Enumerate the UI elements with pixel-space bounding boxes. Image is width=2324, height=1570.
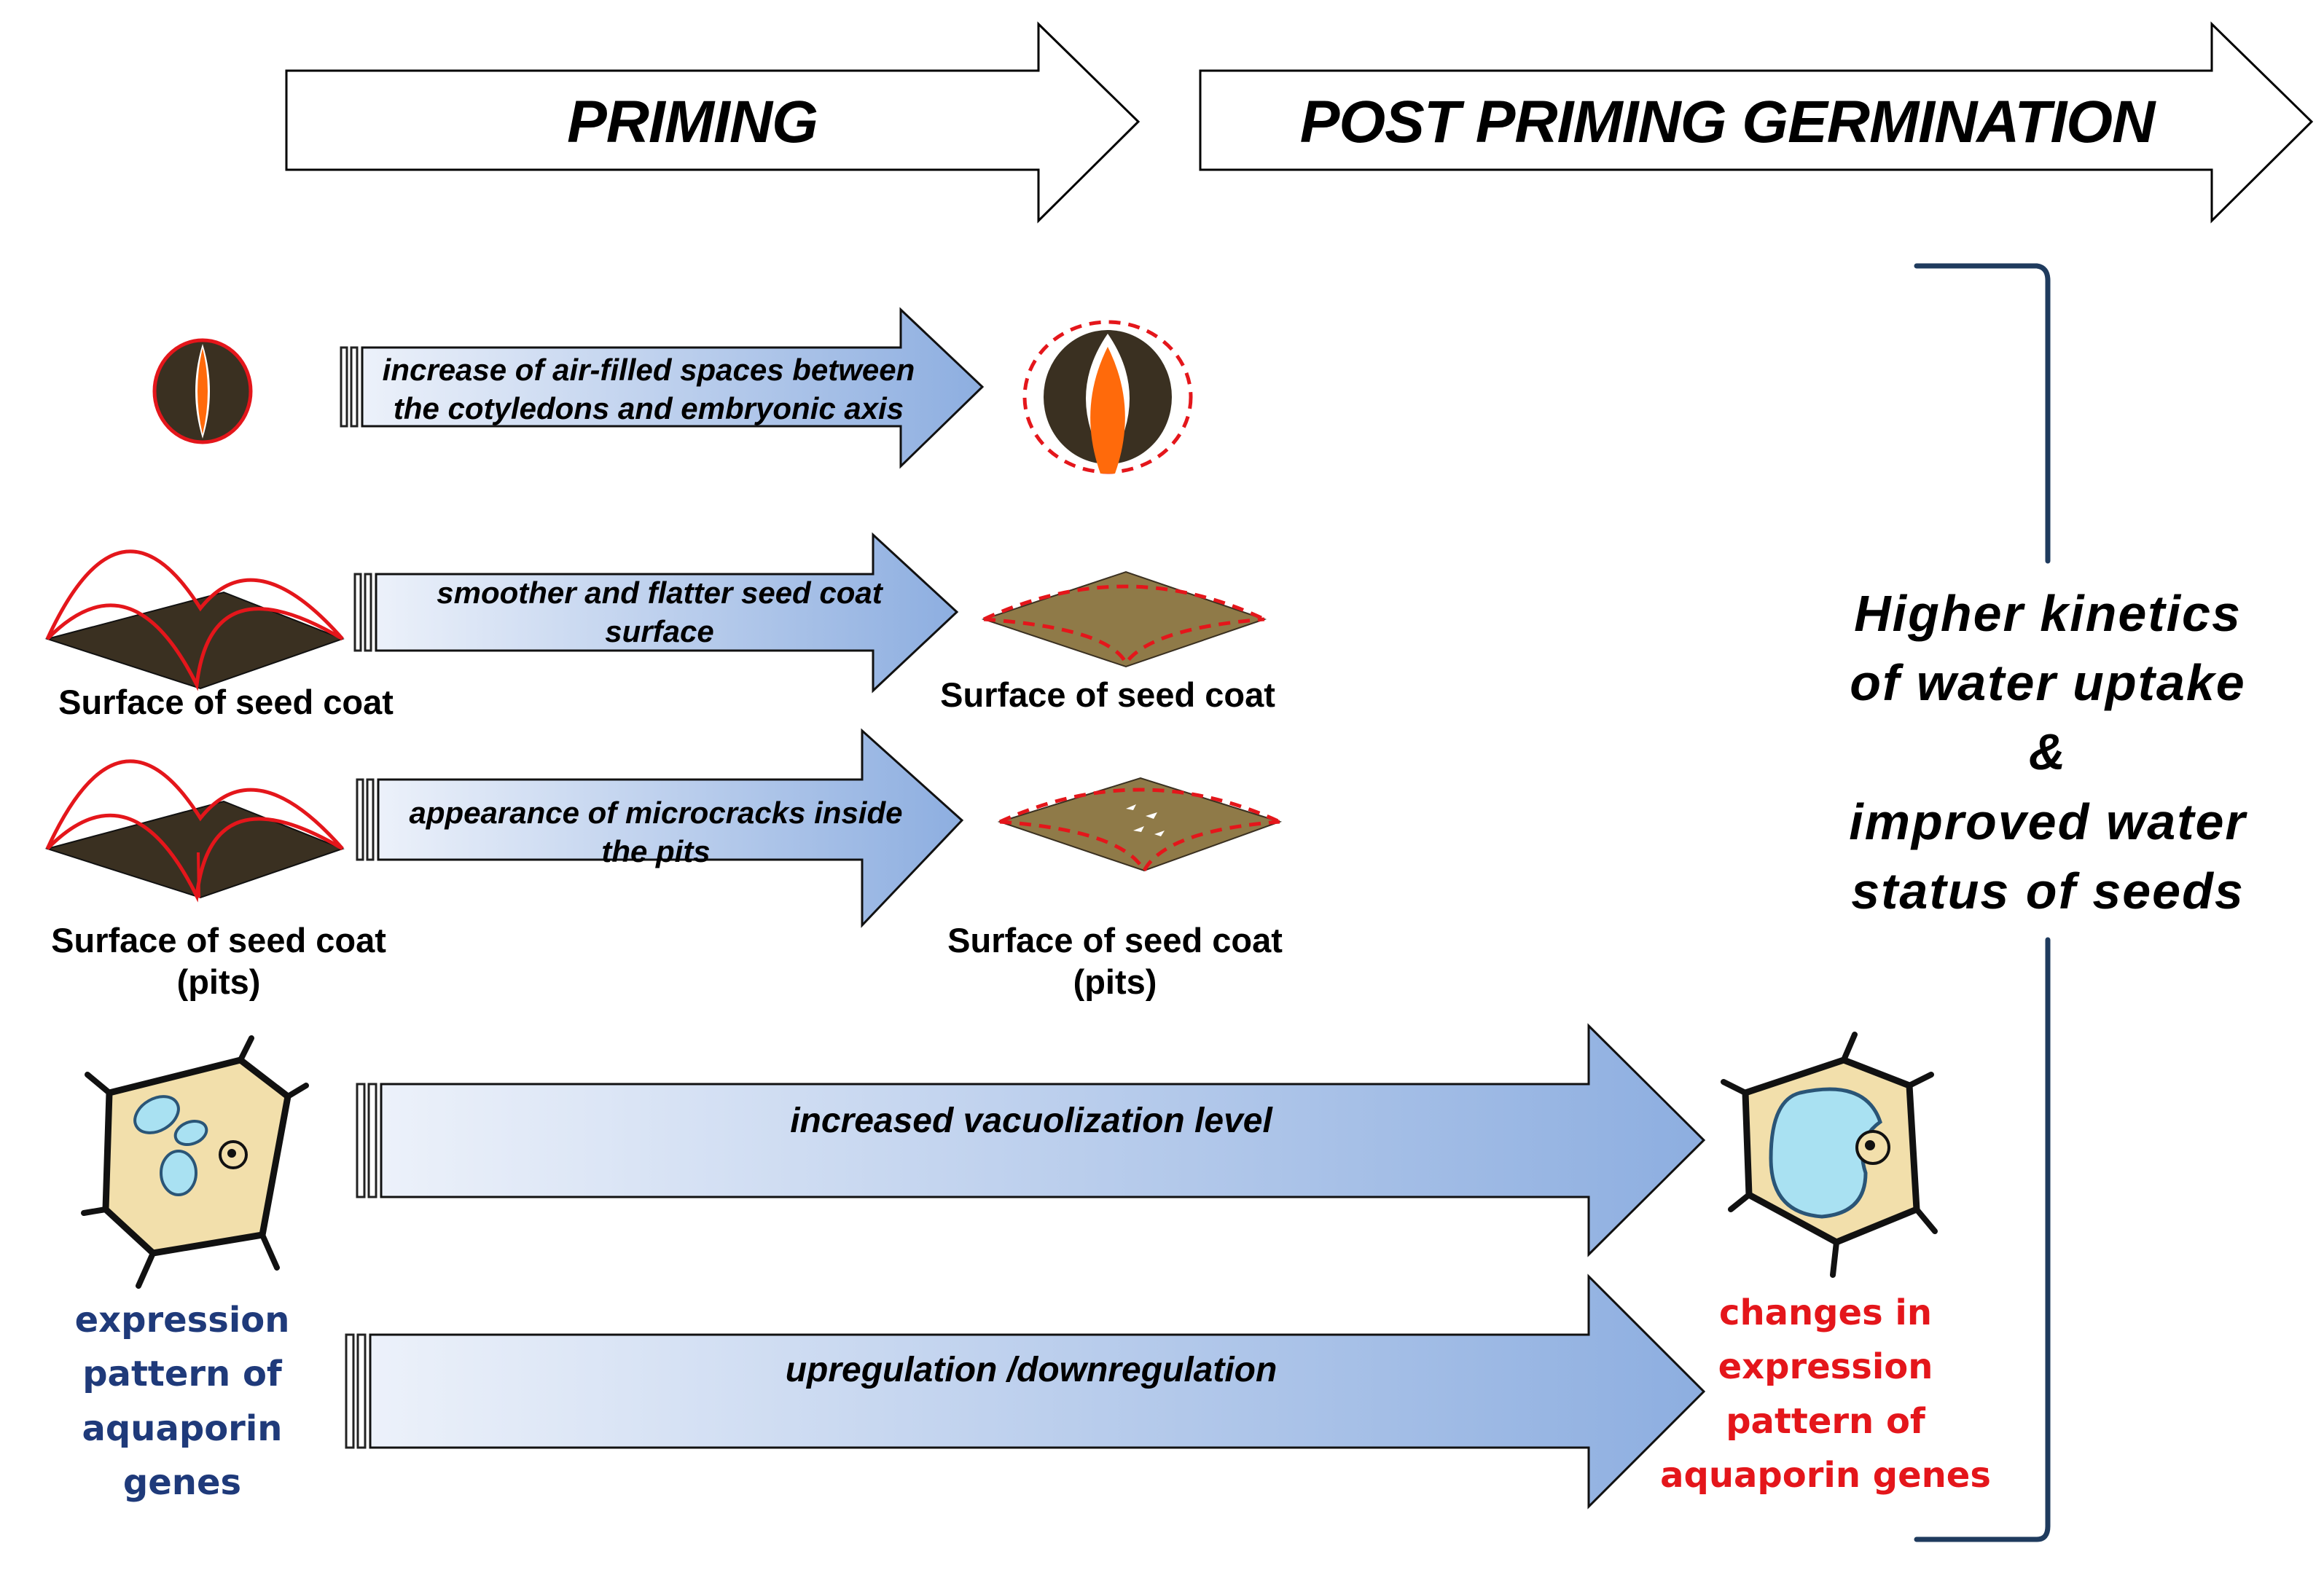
conclusion-line-5: status of seeds (1851, 862, 2245, 919)
seed-coat-surface-after (981, 570, 1267, 668)
row3-left-caption: Surface of seed coat (pits) (51, 921, 386, 1002)
conclusion-text: Higher kinetics of water uptake & improv… (1778, 579, 2317, 926)
seed-cross-section-after (1022, 320, 1193, 474)
row5-right-caption: changes in expression pattern of aquapor… (1660, 1292, 1991, 1496)
seed-coat-surface-before (44, 549, 345, 691)
row3-right-caption: Surface of seed coat (pits) (947, 921, 1283, 1002)
conclusion-line-4: improved water (1849, 793, 2247, 850)
row5-process-arrow (345, 1273, 1706, 1510)
row2-process-arrow (353, 532, 959, 694)
priming-header-arrow (285, 21, 1141, 224)
row5-left-caption: expression pattern of aquaporin genes (74, 1300, 290, 1504)
row2-right-caption: Surface of seed coat (940, 675, 1275, 714)
plant-cell-before (81, 1035, 309, 1289)
post-priming-header-label: POST PRIMING GERMINATION (1299, 89, 2156, 155)
row2-left-caption: Surface of seed coat (58, 683, 394, 721)
post-priming-header-arrow (1199, 21, 2314, 224)
row3-process-arrow (356, 728, 964, 928)
row5-arrow-text: upregulation /downregulation (785, 1351, 1278, 1389)
row3-arrow-text: appearance of microcracks inside the pit… (409, 796, 903, 868)
microcracks (1126, 804, 1165, 836)
priming-header-label: PRIMING (567, 89, 818, 155)
seed-coat-pits-before (44, 759, 345, 903)
row1-process-arrow (340, 307, 985, 469)
conclusion-line-1: Higher kinetics (1854, 585, 2242, 642)
row1-arrow-text: increase of air-filled spaces between th… (382, 353, 915, 425)
row4-process-arrow (356, 1023, 1706, 1257)
row2-arrow-text: smoother and flatter seed coat surface (437, 576, 883, 648)
conclusion-line-3: & (2028, 723, 2067, 781)
seed-cross-section-before (152, 338, 253, 444)
conclusion-bracket (1914, 263, 2051, 1542)
seed-coat-pits-after (997, 777, 1283, 875)
plant-cell-after (1721, 1032, 1938, 1278)
row4-arrow-text: increased vacuolization level (790, 1102, 1272, 1140)
conclusion-line-2: of water uptake (1850, 654, 2246, 712)
